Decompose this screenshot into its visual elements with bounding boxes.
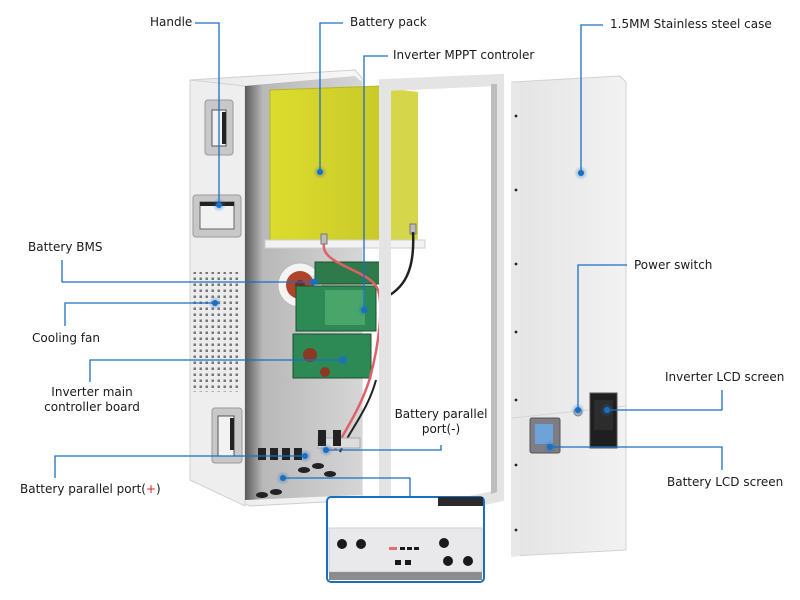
callout-line-inverter-mppt bbox=[363, 55, 388, 310]
parallel-port-inset bbox=[326, 496, 485, 583]
handle-bottom bbox=[211, 407, 243, 464]
electronics bbox=[256, 231, 415, 498]
callout-lines bbox=[54, 22, 723, 497]
label-handle: Handle bbox=[150, 15, 193, 29]
inverter-lcd-screen bbox=[589, 392, 618, 449]
front-frame bbox=[379, 73, 504, 528]
callout-line-battery-lcd bbox=[551, 446, 723, 470]
callout-line-parallel-neg bbox=[326, 445, 442, 451]
callout-line-battery-bms bbox=[61, 260, 314, 283]
label-parallel-neg-line2: port(-) bbox=[421, 422, 461, 436]
label-inverter-lcd: Inverter LCD screen bbox=[665, 370, 785, 384]
label-inverter-mppt: Inverter MPPT controler bbox=[393, 48, 535, 62]
stainless-steel-cover bbox=[511, 75, 627, 557]
label-parallel-pos-text: Battery parallel port( bbox=[20, 482, 146, 496]
label-parallel-neg-line1: Battery parallel bbox=[394, 407, 488, 421]
callout-dot-battery-bms bbox=[307, 275, 321, 289]
callout-dot-inset bbox=[276, 471, 290, 485]
label-parallel-pos-close: ) bbox=[156, 482, 161, 496]
callout-line-inverter-main bbox=[89, 359, 343, 382]
label-inverter-main-line2: controller board bbox=[44, 400, 140, 414]
battery-pack bbox=[264, 85, 426, 249]
callout-dot-inverter-main bbox=[336, 353, 350, 367]
callout-dots bbox=[208, 165, 614, 485]
callout-line-inset bbox=[283, 477, 411, 497]
callout-dot-cooling-fan bbox=[208, 296, 222, 310]
label-inverter-main: Inverter main controller board bbox=[44, 385, 140, 415]
callout-dot-power-switch bbox=[571, 403, 585, 417]
callout-dot-battery-lcd bbox=[543, 440, 557, 454]
plus-sign: + bbox=[145, 482, 157, 496]
callout-dot-handle bbox=[212, 198, 226, 212]
callout-dot-parallel-neg bbox=[319, 443, 333, 457]
callout-line-parallel-pos bbox=[54, 455, 305, 478]
callout-line-cooling-fan bbox=[64, 302, 215, 326]
label-parallel-neg: Battery parallel port(-) bbox=[394, 407, 488, 437]
callout-line-handle bbox=[195, 22, 220, 205]
label-parallel-pos: Battery parallel port(+) bbox=[20, 482, 161, 497]
label-battery-lcd: Battery LCD screen bbox=[667, 475, 784, 489]
label-steel-case: 1.5MM Stainless steel case bbox=[610, 17, 772, 31]
callout-dot-battery-pack bbox=[313, 165, 327, 179]
label-power-switch: Power switch bbox=[634, 258, 713, 272]
label-inverter-main-line1: Inverter main bbox=[51, 385, 133, 399]
callout-dot-inverter-mppt bbox=[357, 303, 371, 317]
label-battery-pack: Battery pack bbox=[350, 15, 427, 29]
callout-line-battery-pack bbox=[319, 22, 343, 172]
ventilation-grille bbox=[193, 272, 241, 392]
callout-dot-parallel-pos bbox=[298, 449, 312, 463]
callout-dot-steel-case bbox=[574, 166, 588, 180]
callout-line-inverter-lcd bbox=[610, 390, 723, 411]
label-cooling-fan: Cooling fan bbox=[32, 331, 100, 345]
callout-line-steel-case bbox=[580, 24, 603, 173]
callout-line-power-switch bbox=[577, 264, 627, 408]
callout-dot-inverter-lcd bbox=[600, 403, 614, 417]
label-battery-bms: Battery BMS bbox=[28, 240, 103, 254]
